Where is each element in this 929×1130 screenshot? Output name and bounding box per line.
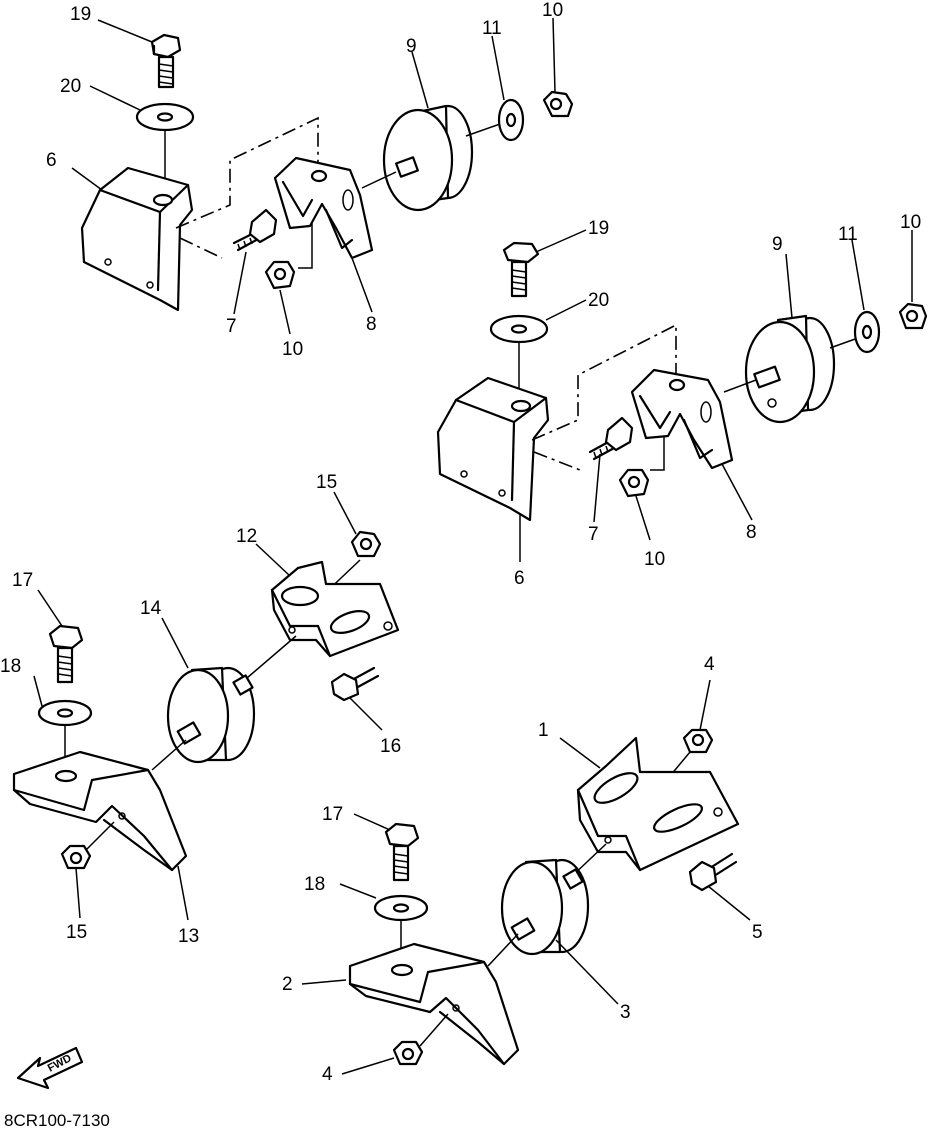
- callout-numbers: 19 20 6 9 11 10 7 10 8 19 20 9 11 10 7 1…: [0, 0, 921, 1085]
- callout-8: 8: [366, 314, 377, 335]
- callout-15: 15: [316, 472, 337, 493]
- bolt-17-left: [48, 624, 84, 684]
- callout-10: 10: [900, 212, 921, 233]
- callout-4: 4: [322, 1064, 333, 1085]
- mount-assembly-right: [436, 241, 928, 522]
- nut-10-right-small: [898, 302, 928, 330]
- bolt-17-right: [384, 822, 420, 882]
- nut-15-upper: [350, 530, 382, 558]
- mount-assembly-left-middle: [12, 530, 400, 872]
- nut-10-top-left: [264, 260, 296, 290]
- nut-10-right: [618, 468, 650, 498]
- bolt-5: [688, 852, 738, 892]
- bracket-6-right: [436, 376, 550, 522]
- forward-direction-arrow: FWD: [16, 1046, 84, 1090]
- callout-18: 18: [0, 656, 21, 677]
- washer-18-right: [373, 894, 429, 922]
- callout-1: 1: [538, 720, 549, 741]
- callout-14: 14: [140, 598, 162, 619]
- callout-13: 13: [178, 926, 199, 947]
- callout-11: 11: [838, 224, 858, 245]
- callout-19: 19: [70, 4, 91, 25]
- bracket-8-right: [630, 368, 734, 470]
- nut-15-lower: [60, 844, 92, 870]
- callout-10: 10: [282, 339, 303, 360]
- callout-6: 6: [46, 150, 57, 171]
- callout-10: 10: [542, 0, 563, 21]
- callout-5: 5: [752, 922, 763, 943]
- callout-12: 12: [236, 526, 257, 547]
- washer-11-top-left: [497, 98, 525, 142]
- callout-19: 19: [588, 218, 609, 239]
- mount-assembly-top-left: [80, 33, 574, 312]
- washer-20-top-left: [135, 102, 195, 132]
- callout-11: 11: [482, 18, 502, 39]
- callout-10: 10: [644, 549, 665, 570]
- callout-17: 17: [322, 804, 343, 825]
- callout-8: 8: [746, 522, 757, 543]
- bolt-7-top-left: [232, 208, 278, 252]
- bracket-8-top-left: [273, 156, 374, 260]
- nut-4-lower: [392, 1040, 424, 1066]
- nut-4-upper: [682, 728, 714, 754]
- bracket-1: [576, 736, 740, 872]
- callout-7: 7: [226, 316, 237, 337]
- drawing-code: 8CR100-7130: [4, 1111, 110, 1130]
- washer-20-right: [489, 314, 549, 344]
- callout-7: 7: [588, 524, 599, 545]
- callout-3: 3: [620, 1002, 631, 1023]
- rubber-mount-3: [500, 858, 590, 956]
- callout-6: 6: [514, 568, 525, 589]
- bracket-6-top-left: [80, 166, 194, 312]
- callout-17: 17: [12, 570, 33, 591]
- callout-15: 15: [66, 922, 87, 943]
- bracket-12: [270, 560, 400, 658]
- rubber-mount-9-top-left: [382, 104, 474, 212]
- callout-4: 4: [704, 654, 715, 675]
- washer-18-left: [37, 699, 93, 727]
- rubber-mount-14: [166, 666, 256, 764]
- mount-assembly-bottom-right: [348, 728, 740, 1066]
- callout-20: 20: [60, 76, 81, 97]
- bolt-16: [330, 666, 380, 702]
- bracket-2: [348, 942, 520, 1066]
- bracket-13: [12, 750, 188, 872]
- callout-9: 9: [406, 36, 417, 57]
- callout-9: 9: [772, 234, 783, 255]
- nut-10-top-right-small: [542, 90, 574, 118]
- callout-2: 2: [282, 974, 293, 995]
- bolt-7-right: [588, 416, 634, 461]
- rubber-mount-9-right: [744, 314, 836, 424]
- bolt-19-right: [502, 241, 540, 298]
- callout-16: 16: [380, 736, 401, 757]
- leader-lines: [33, 17, 913, 1075]
- callout-18: 18: [304, 874, 325, 895]
- washer-11-right: [853, 310, 881, 354]
- bolt-19-top-left: [150, 33, 182, 89]
- callout-20: 20: [588, 290, 609, 311]
